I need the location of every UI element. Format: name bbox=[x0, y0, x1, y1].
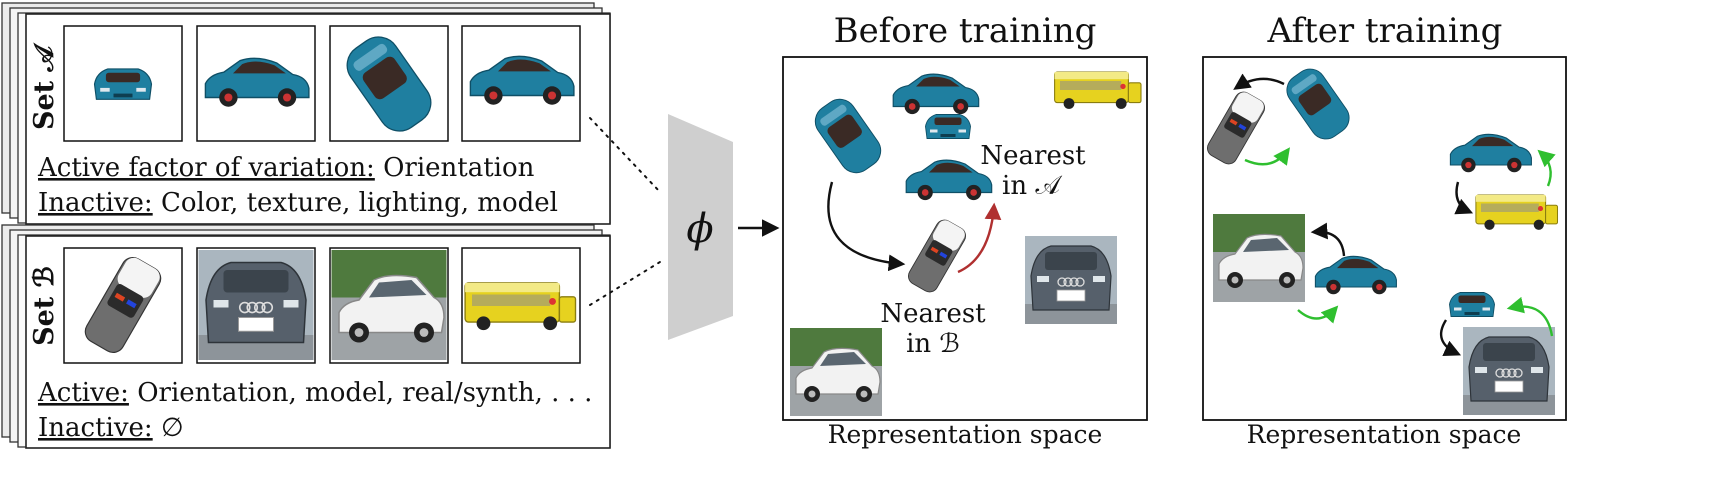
set-b-panel: Set ℬ Active: Orientation, model, real/s… bbox=[1, 224, 611, 449]
white-hatchback-photo bbox=[789, 327, 883, 417]
silver-suv-photo bbox=[1462, 326, 1556, 416]
set-a-inactive-value: Color, texture, lighting, model bbox=[161, 188, 558, 218]
nearest-b-line-2: in ℬ bbox=[906, 329, 960, 359]
dotted-connector-a bbox=[589, 117, 661, 193]
cluster-4-arrow-green bbox=[1506, 296, 1554, 337]
cluster-4-arrow-black bbox=[1439, 319, 1462, 356]
nearest-a-line-1: Nearest bbox=[980, 141, 1086, 171]
before-caption: Representation space bbox=[828, 420, 1103, 449]
silver-suv-photo bbox=[1024, 235, 1118, 325]
phi-symbol: ϕ bbox=[686, 206, 713, 252]
set-a-label: Set 𝒜 bbox=[29, 41, 60, 130]
set-a-thumb-1 bbox=[63, 25, 183, 142]
cluster-1-arrow-black bbox=[1233, 73, 1285, 90]
silver-suv-photo bbox=[197, 249, 315, 361]
after-caption: Representation space bbox=[1247, 420, 1522, 449]
nearest-b-line-1: Nearest bbox=[880, 299, 986, 329]
set-a-thumb-4 bbox=[461, 25, 581, 142]
after-title: After training bbox=[1267, 11, 1503, 51]
set-b-line-2: Inactive: ∅ bbox=[38, 413, 184, 443]
teal-car-icon bbox=[925, 114, 971, 139]
before-title: Before training bbox=[834, 11, 1097, 51]
set-a-inactive-term: Inactive: bbox=[38, 188, 153, 218]
set-a-thumb-2 bbox=[196, 25, 316, 142]
teal-car-icon bbox=[1449, 292, 1495, 317]
cluster-3-arrow-green bbox=[1297, 305, 1339, 324]
after-training-panel: After training Representation space bbox=[1202, 11, 1567, 449]
white-hatchback-photo bbox=[330, 249, 448, 361]
white-hatchback-photo bbox=[1212, 213, 1306, 303]
set-a-line-2: Inactive: Color, texture, lighting, mode… bbox=[38, 188, 558, 218]
set-b-inactive-term: Inactive: bbox=[38, 413, 153, 443]
arrow-to-nearest-b bbox=[827, 181, 906, 272]
teal-car-icon bbox=[93, 68, 153, 100]
cluster-2-arrow-green bbox=[1537, 149, 1556, 187]
before-training-panel: Before training Nearest in 𝒜 Nearest in … bbox=[782, 11, 1148, 449]
set-b-label: Set ℬ bbox=[29, 266, 60, 346]
set-b-active-value: Orientation, model, real/synth, . . . bbox=[137, 378, 592, 408]
cluster-3-arrow-black bbox=[1310, 222, 1346, 257]
encoder-phi: ϕ bbox=[668, 114, 733, 340]
set-b-thumb-4 bbox=[461, 247, 581, 364]
cluster-1-arrow-green bbox=[1244, 147, 1290, 166]
nearest-a-line-2: in 𝒜 bbox=[1002, 171, 1062, 201]
set-a-active-value: Orientation bbox=[383, 153, 535, 183]
dotted-connector-b bbox=[589, 261, 661, 306]
cluster-2-arrow-black bbox=[1454, 181, 1474, 215]
set-a-panel: Set 𝒜 Active factor of variation: Orient… bbox=[1, 2, 611, 225]
set-b-line-1: Active: Orientation, model, real/synth, … bbox=[37, 378, 592, 408]
set-a-thumb-3 bbox=[329, 25, 449, 142]
arrow-to-nearest-a bbox=[957, 202, 1002, 274]
set-b-thumb-1 bbox=[63, 247, 183, 364]
set-b-active-term: Active: bbox=[37, 378, 129, 408]
set-b-thumb-3 bbox=[329, 247, 449, 364]
set-a-active-term: Active factor of variation: bbox=[37, 153, 375, 183]
set-b-inactive-value: ∅ bbox=[161, 413, 184, 443]
set-a-line-1: Active factor of variation: Orientation bbox=[37, 153, 535, 183]
set-b-thumb-2 bbox=[196, 247, 316, 364]
